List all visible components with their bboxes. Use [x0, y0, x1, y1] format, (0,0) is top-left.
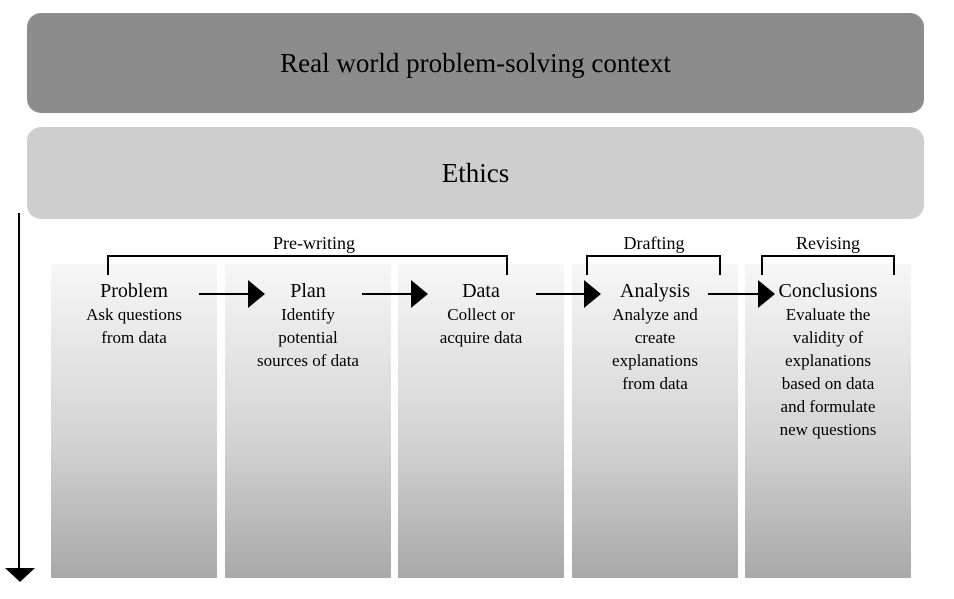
step-title-problem: Problem — [100, 280, 168, 302]
context-band: Real world problem-solving context — [27, 13, 924, 113]
desc-line: explanations — [785, 351, 871, 370]
flow-arrow-3-head — [584, 280, 601, 308]
timeline-arrow-head — [5, 568, 35, 582]
desc-line: explanations — [612, 351, 698, 370]
step-desc-data: Collect or acquire data — [398, 303, 564, 349]
desc-line: from data — [622, 374, 688, 393]
desc-line: and formulate — [780, 397, 876, 416]
step-column-problem — [51, 264, 217, 578]
ethics-band: Ethics — [27, 127, 924, 219]
desc-line: Evaluate the — [785, 305, 871, 324]
revising-bracket — [761, 255, 895, 275]
desc-line: Ask questions — [86, 305, 182, 324]
flow-arrow-2-head — [411, 280, 428, 308]
step-column-plan — [225, 264, 391, 578]
step-desc-plan: Identify potential sources of data — [225, 303, 391, 372]
desc-line: Collect or — [447, 305, 515, 324]
step-desc-analysis: Analyze and create explanations from dat… — [572, 303, 738, 395]
phase-label-revising: Revising — [795, 233, 860, 253]
desc-line: validity of — [792, 328, 864, 347]
desc-line: create — [634, 328, 676, 347]
phase-label-drafting: Drafting — [623, 233, 685, 253]
desc-line: from data — [101, 328, 167, 347]
desc-line: potential — [278, 328, 338, 347]
desc-line: new questions — [779, 420, 877, 439]
desc-line: Identify — [281, 305, 335, 324]
step-desc-problem: Ask questions from data — [51, 303, 217, 349]
step-title-analysis: Analysis — [620, 280, 690, 302]
step-title-conclusions: Conclusions — [778, 280, 878, 302]
step-column-conclusions — [745, 264, 911, 578]
flow-arrow-4-head — [758, 280, 775, 308]
flow-arrow-1-head — [248, 280, 265, 308]
step-title-plan: Plan — [290, 280, 326, 302]
desc-line: sources of data — [257, 351, 359, 370]
phase-label-pre-writing: Pre-writing — [273, 233, 355, 253]
step-column-data — [398, 264, 564, 578]
desc-line: acquire data — [439, 328, 523, 347]
step-desc-conclusions: Evaluate the validity of explanations ba… — [745, 303, 911, 441]
desc-line: Analyze and — [612, 305, 698, 324]
drafting-bracket — [586, 255, 721, 275]
step-column-analysis — [572, 264, 738, 578]
step-title-data: Data — [462, 280, 500, 302]
ethics-label: Ethics — [441, 157, 510, 188]
pre-writing-bracket — [107, 255, 508, 275]
context-label: Real world problem-solving context — [280, 47, 671, 78]
desc-line: based on data — [781, 374, 875, 393]
